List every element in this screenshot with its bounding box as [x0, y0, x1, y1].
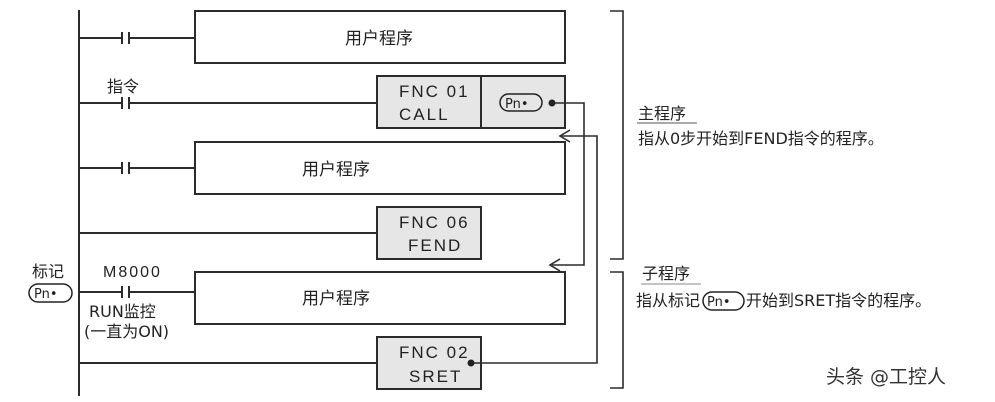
user-program-label-1: 用户程序: [345, 29, 413, 49]
instruction-contact-label: 指令: [107, 77, 139, 96]
marker-label: 标记: [32, 262, 64, 281]
rung-2-call: 指令 FNC 01 CALL Pn•: [79, 75, 566, 129]
sub-desc-pn-pill-icon: [702, 291, 745, 311]
sret-return-arrow: [474, 129, 598, 364]
watermark: 头条 @工控人: [826, 366, 946, 388]
call-jump-origin-dot: [548, 99, 556, 107]
call-label: CALL: [399, 105, 450, 124]
main-program-title: 主程序: [638, 104, 686, 123]
sub-program-bracket: [610, 271, 624, 389]
run-monitor-label: RUN监控: [89, 302, 156, 321]
sub-program-desc-before: 指从标记: [636, 291, 700, 310]
main-program-bracket: [610, 10, 624, 260]
fnc06-label: FNC 06: [399, 213, 470, 232]
rung-3: 用户程序: [79, 141, 566, 195]
user-program-block-2: [194, 141, 566, 195]
sret-return-origin-dot: [467, 359, 475, 367]
user-program-label-2: 用户程序: [302, 160, 370, 180]
rung-5-m8000: M8000 RUN监控 (一直为ON) 用户程序: [79, 264, 566, 341]
subroutine-marker: 标记 Pn•: [28, 262, 73, 303]
marker-pn-label: Pn•: [34, 287, 58, 302]
marker-pn-pill-icon: [28, 283, 73, 303]
arrow-head-icon: [558, 129, 571, 143]
main-program-desc: 指从0步开始到FEND指令的程序。: [638, 129, 884, 148]
m8000-label: M8000: [103, 264, 162, 281]
pn-pill-icon: [499, 93, 543, 112]
call-operand-label: Pn•: [505, 97, 529, 112]
sub-program-desc-pill: Pn•: [707, 295, 731, 310]
user-program-label-3: 用户程序: [302, 289, 370, 309]
user-program-block-3: [194, 271, 566, 325]
sub-program-desc-after: 开始到SRET指令的程序。: [746, 291, 931, 310]
fend-label: FEND: [408, 236, 462, 255]
sret-label: SRET: [409, 367, 462, 386]
call-jump-arrow: [548, 102, 585, 272]
always-on-label: (一直为ON): [84, 322, 169, 341]
fnc01-label: FNC 01: [399, 82, 470, 101]
sub-program-title: 子程序: [642, 264, 690, 283]
fnc02-sret-block: [376, 336, 482, 390]
fnc01-call-block: [376, 75, 482, 129]
user-program-block-1: [194, 10, 566, 64]
fnc02-label: FNC 02: [399, 343, 470, 362]
rung-6-sret: FNC 02 SRET: [79, 336, 482, 390]
arrow-head-icon: [548, 258, 561, 272]
rung-1: 用户程序: [79, 10, 566, 64]
fnc06-fend-block: [376, 206, 482, 260]
rung-4-fend: FNC 06 FEND: [79, 206, 482, 260]
